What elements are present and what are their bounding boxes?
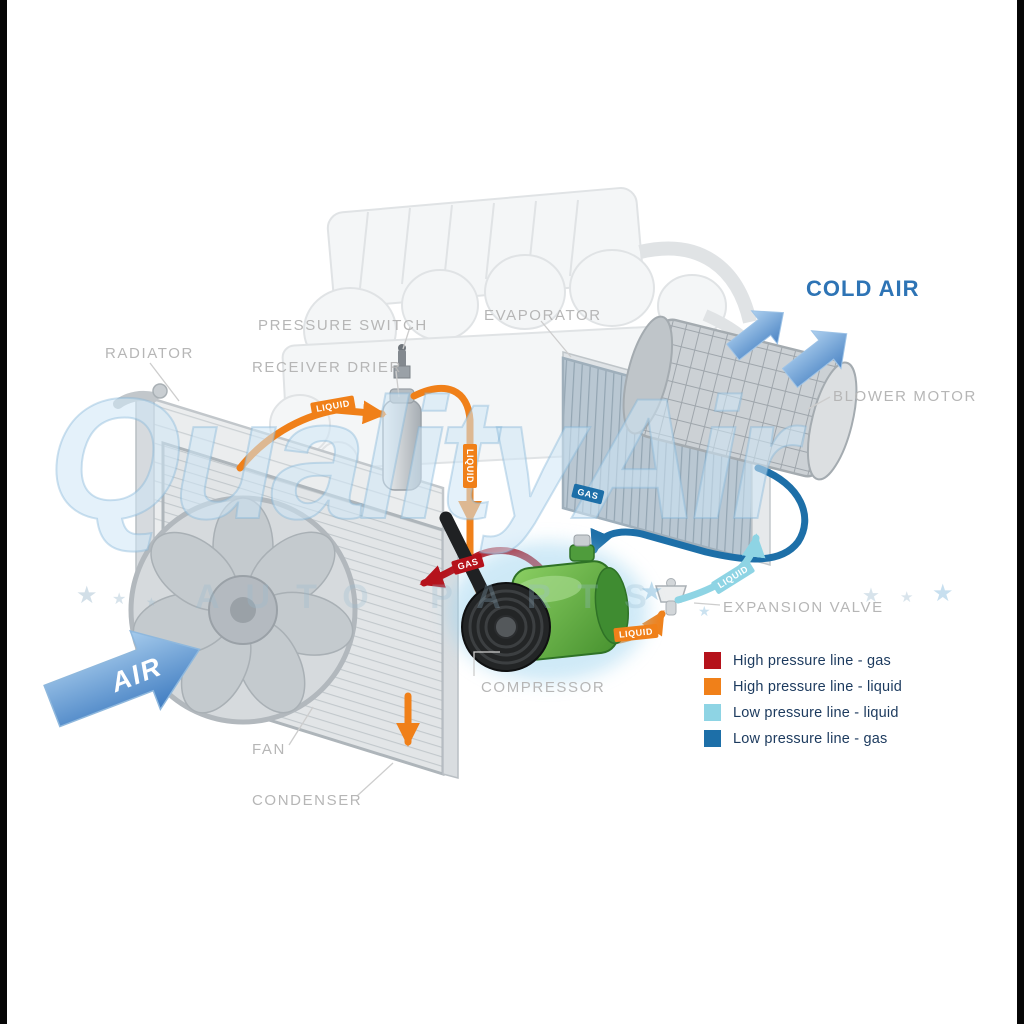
flow-label-liquid-down: LIQUID [463,443,477,489]
legend-swatch-low-pressure-gas [704,730,721,747]
label-cold-air: COLD AIR [806,276,920,301]
legend-label: High pressure line - liquid [733,678,903,695]
left-edge-bar [0,0,7,1024]
pressure-switch-graphic [393,344,411,379]
leader-lines [149,320,831,797]
legend-swatch-low-pressure-liquid [704,704,721,721]
label-condenser: CONDENSER [252,792,363,809]
label-evaporator: EVAPORATOR [484,307,602,324]
cold-air-arrows [726,310,848,389]
legend-label: Low pressure line - gas [733,730,888,747]
label-expansion-valve: EXPANSION VALVE [723,599,884,616]
right-edge-bar [1017,0,1024,1024]
receiver-drier-graphic [382,388,422,491]
legend-label: Low pressure line - liquid [733,704,899,721]
label-compressor: COMPRESSOR [481,679,606,696]
legend-item-high-pressure-gas: High pressure line - gas [704,652,902,669]
label-fan: FAN [252,741,286,758]
label-receiver-drier: RECEIVER DRIER [252,359,402,376]
legend-swatch-high-pressure-liquid [704,678,721,695]
legend: High pressure line - gas High pressure l… [704,652,902,747]
label-radiator: RADIATOR [105,345,194,362]
low-pressure-gas-line-evaporator-to-compressor [590,464,809,563]
legend-item-low-pressure-liquid: Low pressure line - liquid [704,704,902,721]
label-blower-motor: BLOWER MOTOR [833,388,977,405]
legend-item-high-pressure-liquid: High pressure line - liquid [704,678,902,695]
legend-label: High pressure line - gas [733,652,891,669]
air-arrow: AIR [43,629,201,728]
legend-item-low-pressure-gas: Low pressure line - gas [704,730,902,747]
legend-swatch-high-pressure-gas [704,652,721,669]
compressor-graphic [439,511,648,682]
label-pressure-switch: PRESSURE SWITCH [258,317,428,334]
